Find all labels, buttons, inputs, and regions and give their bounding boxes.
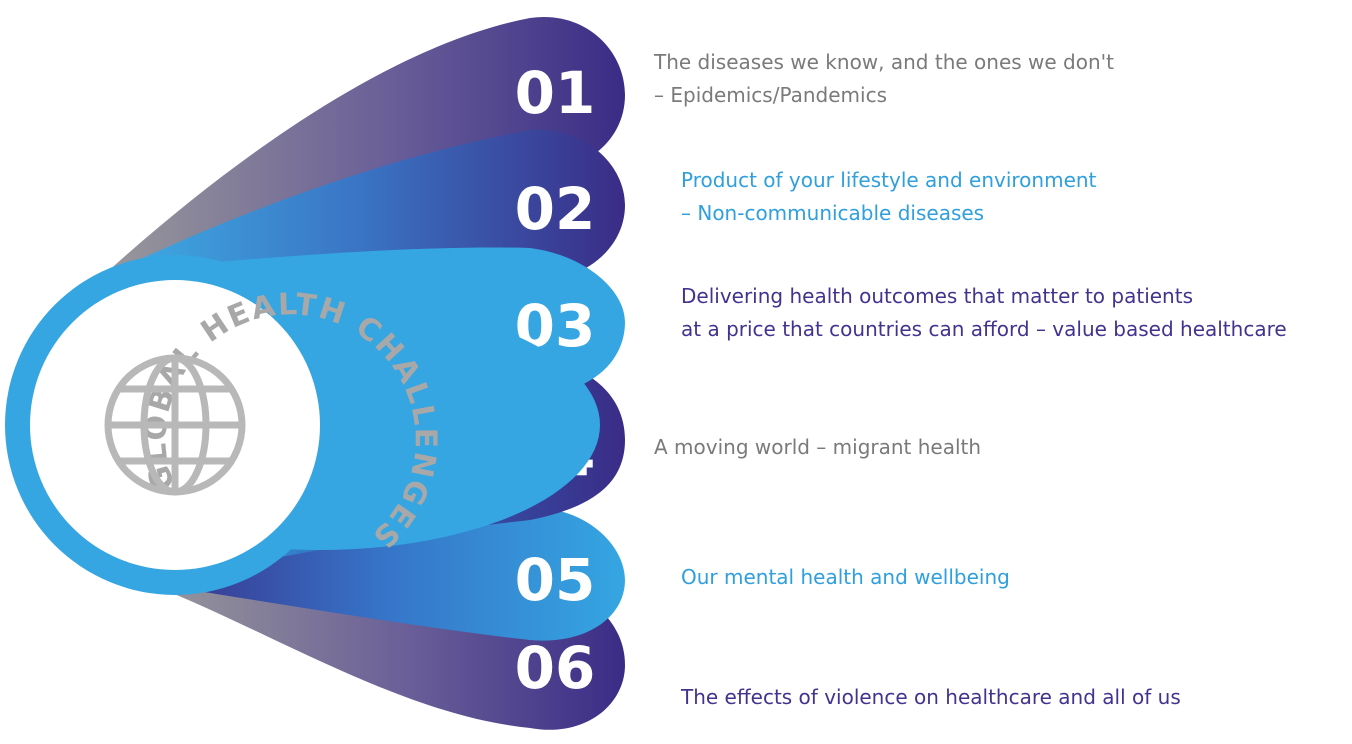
petal-01-number: 01	[515, 59, 596, 127]
petal-05-number: 05	[515, 546, 596, 614]
item-01-line-2: – Epidemics/Pandemics	[654, 83, 887, 107]
item-03-line-2: at a price that countries can afford – v…	[681, 317, 1287, 341]
petal-05: 05	[140, 507, 625, 641]
item-03-line-1: Delivering health outcomes that matter t…	[681, 284, 1193, 308]
item-03-description: Delivering health outcomes that matter t…	[681, 280, 1287, 346]
item-02-line-2: – Non-communicable diseases	[681, 201, 985, 225]
item-02-description: Product of your lifestyle and environmen…	[681, 164, 1096, 230]
item-01-description: The diseases we know, and the ones we do…	[654, 46, 1114, 112]
petal-05-shape	[140, 507, 625, 641]
petal-02: 02	[96, 129, 625, 282]
globe-icon	[104, 354, 246, 496]
item-04-description: A moving world – migrant health	[654, 431, 981, 464]
hub: GLOBAL HEALTH CHALLENGES	[5, 255, 600, 595]
item-06-description: The effects of violence on healthcare an…	[681, 681, 1181, 714]
petal-01: 01	[96, 16, 625, 283]
petal-06-number: 06	[515, 634, 596, 702]
item-04-line-1: A moving world – migrant health	[654, 435, 982, 459]
item-05-line-1: Our mental health and wellbeing	[681, 565, 1010, 589]
petal-02-number: 02	[515, 175, 596, 243]
petal-02-shape	[96, 129, 625, 282]
item-05-description: Our mental health and wellbeing	[681, 561, 1010, 594]
item-01-line-1: The diseases we know, and the ones we do…	[654, 50, 1114, 74]
petal-01-shape	[96, 16, 625, 283]
item-06-line-1: The effects of violence on healthcare an…	[681, 685, 1181, 709]
item-02-line-1: Product of your lifestyle and environmen…	[681, 168, 1097, 192]
